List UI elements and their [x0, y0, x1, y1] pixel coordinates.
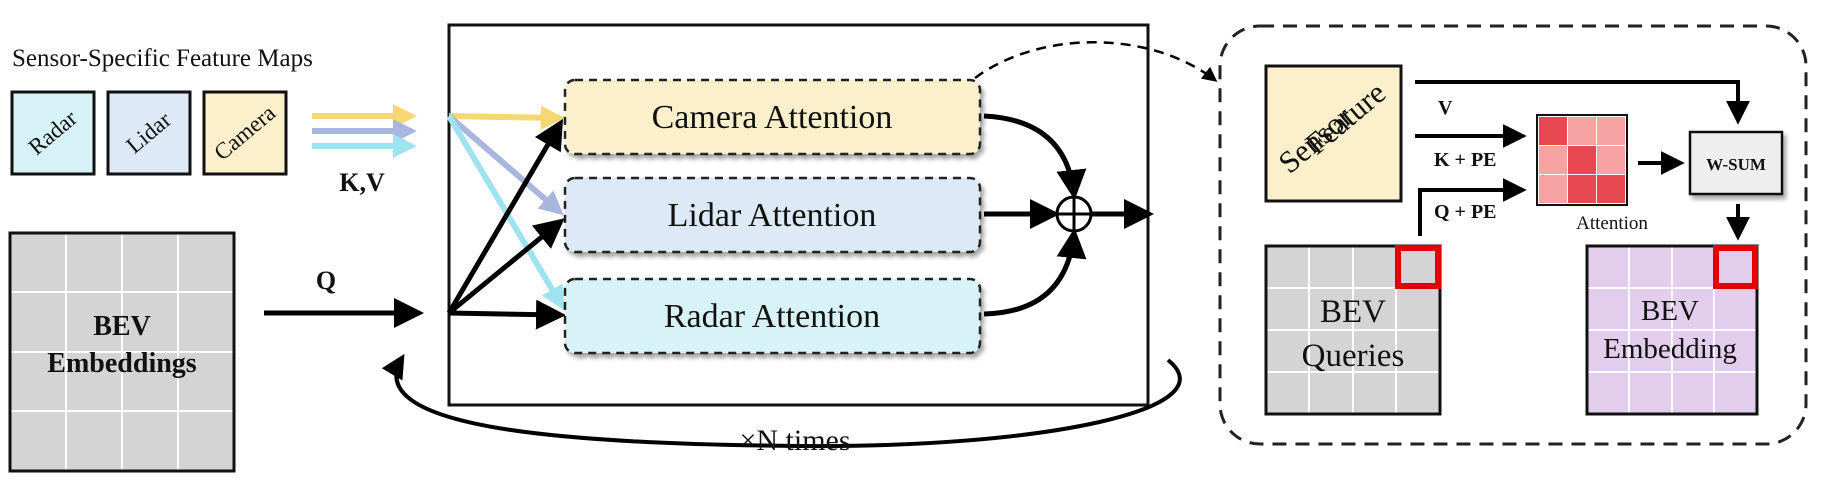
q-to-lidar-arrow: [447, 218, 565, 315]
q-to-radar-arrow: [448, 299, 566, 330]
feature-maps-title: Sensor-Specific Feature Maps: [12, 45, 313, 72]
radar-feature-map: Radar: [10, 90, 96, 176]
camera-feature-map: Camera: [202, 90, 288, 176]
kv-to-lidar-blue: [447, 113, 564, 216]
attention-label: Attention: [1576, 213, 1648, 234]
bev-embedding-output-grid: BEV Embedding: [1585, 244, 1759, 416]
zoom-connector-arrow: [974, 41, 1218, 82]
v-arrow: [1415, 80, 1750, 125]
detail-panel-frame: [1218, 24, 1808, 446]
lidar-feature-map: Lidar: [106, 90, 192, 176]
camera-attention-box: Camera Attention: [563, 78, 982, 156]
radar-attention-box: Radar Attention: [563, 277, 982, 355]
attention-matrix: [1536, 114, 1628, 206]
repeat-label: ×N times: [739, 424, 850, 457]
camera-attention-label: Camera Attention: [652, 99, 893, 136]
q-label: Q: [316, 266, 336, 295]
bev-embeddings-grid: BEV Embeddings: [8, 231, 236, 473]
wsum-box: W-SUM: [1688, 130, 1784, 196]
k-label: K + PE: [1434, 149, 1497, 171]
repeat-loop-arrow: [381, 353, 1182, 449]
lidar-attention-label: Lidar Attention: [668, 197, 877, 234]
q-pe-label: Q + PE: [1434, 201, 1497, 223]
bev-queries-grid: BEV Queries: [1264, 244, 1442, 416]
bev-embedding-highlight: [1713, 245, 1758, 289]
radar-attention-label: Radar Attention: [664, 298, 880, 335]
bev-queries-line2: Queries: [1302, 338, 1405, 374]
bev-queries-line1: BEV: [1320, 294, 1386, 330]
kv-to-radar-cyan: [446, 114, 565, 311]
v-label: V: [1438, 97, 1453, 119]
camera-to-sum-curve: [983, 113, 1087, 200]
bev-queries-highlight: [1395, 245, 1441, 289]
kv-to-camera-yellow: [448, 105, 565, 130]
bev-embeddings-line1: BEV: [93, 311, 151, 342]
lidar-map-square: [106, 90, 192, 176]
radar-map-square: [10, 90, 96, 176]
bev-embedding-line1: BEV: [1641, 295, 1699, 327]
bev-embedding-line2: Embedding: [1603, 333, 1737, 365]
lidar-attention-box: Lidar Attention: [563, 176, 982, 254]
kv-label: K,V: [339, 168, 385, 197]
bev-embeddings-line2: Embeddings: [47, 348, 196, 379]
sensor-feature-box: Sensor Feature: [1264, 64, 1403, 203]
radar-to-sum-curve: [983, 228, 1087, 317]
q-pe-arrow: [1418, 178, 1527, 236]
camera-map-square: [202, 90, 288, 176]
q-to-camera-arrow: [446, 118, 564, 315]
sum-node-icon: [1055, 195, 1093, 233]
wsum-label: W-SUM: [1706, 155, 1766, 174]
